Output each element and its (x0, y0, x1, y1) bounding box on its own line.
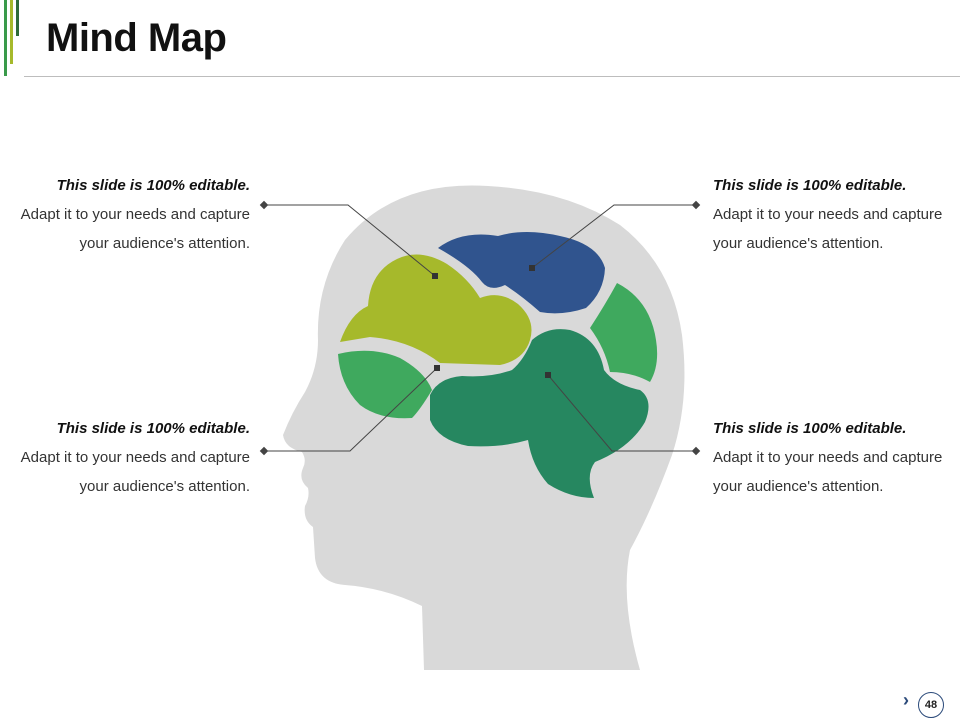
callout-body: Adapt it to your needs and capture your … (713, 449, 943, 495)
brain-lobe-blue (438, 232, 605, 314)
callout-body: Adapt it to your needs and capture your … (20, 449, 250, 495)
callout-heading: This slide is 100% editable. (713, 177, 907, 194)
page-title: Mind Map (46, 16, 227, 60)
connector-bottom-left (259, 365, 440, 456)
accent-bar (10, 0, 13, 64)
brain-lobe-green-front (338, 350, 432, 419)
brain-lobe-green-dark (430, 329, 649, 498)
connector-top-left (259, 200, 438, 279)
callout-top-right: This slide is 100% editable. Adapt it to… (713, 171, 943, 258)
title-divider (24, 76, 960, 77)
accent-bar (4, 0, 7, 76)
brain-lobe-green-back (590, 283, 658, 382)
callout-bottom-right: This slide is 100% editable. Adapt it to… (713, 414, 943, 501)
callout-body: Adapt it to your needs and capture your … (713, 206, 943, 252)
accent-bar (16, 0, 19, 36)
callout-heading: This slide is 100% editable. (713, 420, 907, 437)
callout-body: Adapt it to your needs and capture your … (20, 206, 250, 252)
brain-lobe-lime (340, 254, 532, 365)
callout-top-left: This slide is 100% editable. Adapt it to… (20, 171, 250, 258)
connector-bottom-right (545, 372, 701, 456)
page-number: 48 (918, 692, 944, 718)
callout-bottom-left: This slide is 100% editable. Adapt it to… (20, 414, 250, 501)
callout-heading: This slide is 100% editable. (56, 177, 250, 194)
chevron-right-icon[interactable]: › (903, 690, 909, 710)
callout-heading: This slide is 100% editable. (56, 420, 250, 437)
